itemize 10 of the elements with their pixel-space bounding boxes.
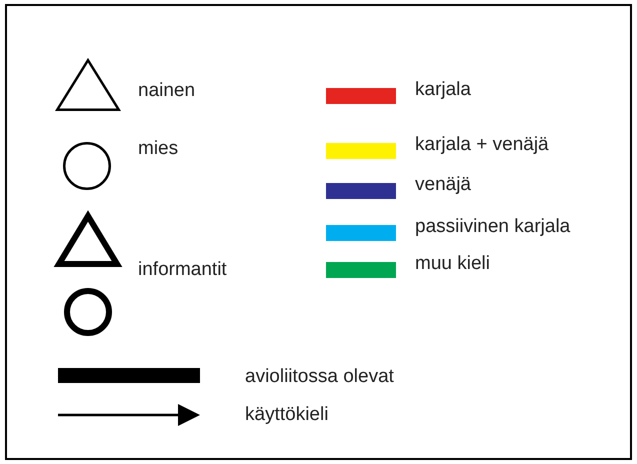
legend-label: nainen — [138, 80, 196, 102]
legend-label: passiivinen karjala — [415, 216, 570, 238]
legend-label: avioliitossa olevat — [245, 366, 394, 388]
legend-label: informantit — [138, 259, 227, 281]
legend-label: karjala + venäjä — [415, 134, 549, 156]
legend-label: karjala — [415, 79, 471, 101]
legend-label: käyttökieli — [245, 404, 328, 426]
legend-label: muu kieli — [415, 253, 490, 275]
legend-label: mies — [138, 138, 178, 160]
legend-label: venäjä — [415, 174, 471, 196]
